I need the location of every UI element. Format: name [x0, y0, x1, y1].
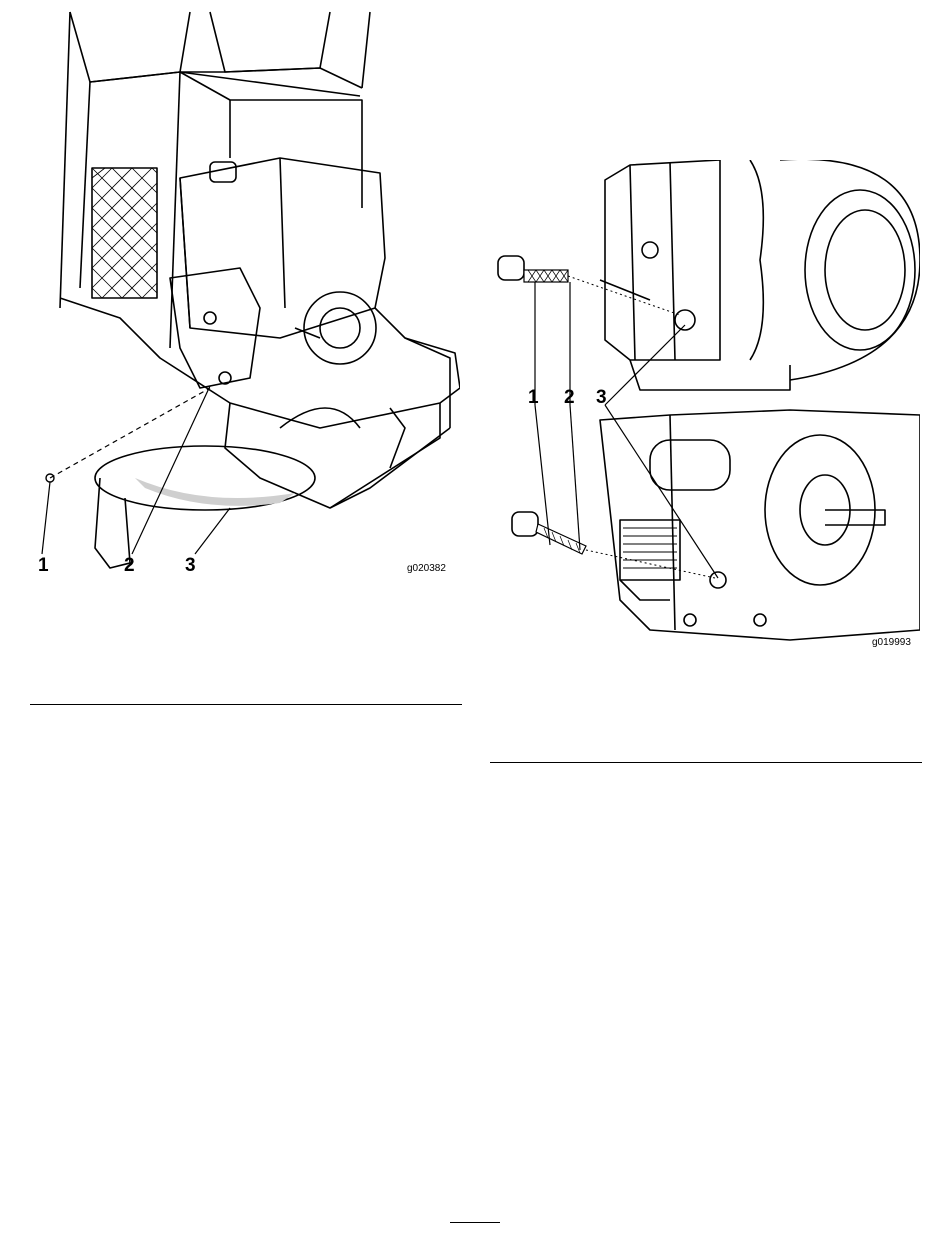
figure-id: g019993 [872, 638, 911, 648]
callout-2: 2 [124, 556, 135, 575]
engine-dipstick-illustration [490, 160, 920, 660]
figure-left: 1 2 3 g020382 [30, 8, 460, 588]
callout-3: 3 [185, 556, 196, 575]
page-number-rule [450, 1222, 500, 1223]
figure-id: g020382 [407, 564, 446, 574]
callout-3: 3 [596, 388, 607, 407]
divider-right [490, 762, 922, 763]
callout-2: 2 [564, 388, 575, 407]
figure-right: 1 2 3 g019993 [490, 160, 920, 660]
callout-1: 1 [528, 388, 539, 407]
engine-chipper-illustration [30, 8, 460, 588]
callout-1: 1 [38, 556, 49, 575]
divider-left [30, 704, 462, 705]
